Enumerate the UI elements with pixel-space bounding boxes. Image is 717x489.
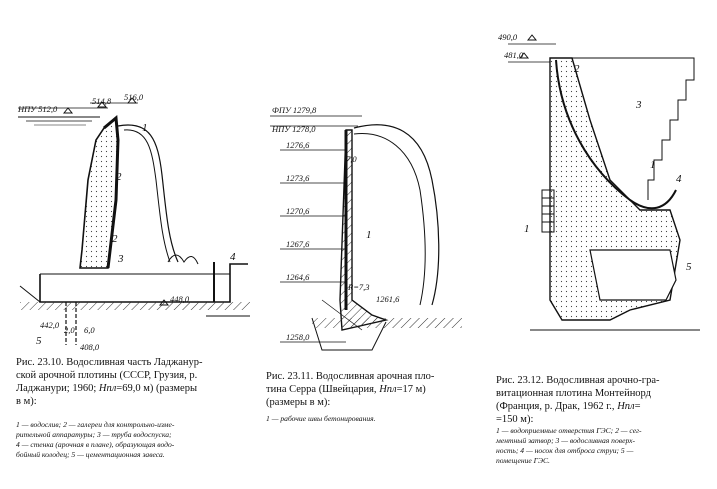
dam-body-2 [339,129,389,331]
level-1270-6: 1270,6 [286,206,310,216]
callout-2b: 2 [112,233,118,245]
callout-2-fig3: 2 [574,63,580,75]
callout-3: 3 [117,253,124,265]
callout-5: 5 [36,335,42,347]
level-1267-6: 1267,6 [286,239,310,249]
level-1273-6: 1273,6 [286,173,310,183]
level-448-0: 448,0 [170,294,190,304]
level-1276-6: 1276,6 [286,140,310,150]
level-npu-1278-0: НПУ 1278,0 [271,124,316,134]
figure-23-11-legend: 1 — рабочие швы бетонирования. [266,414,376,423]
level-490-0: 490,0 [498,32,518,42]
figure-23-12-legend: 1 — водоприемные отверстия ГЭС; 2 — сег-… [496,426,642,466]
figure-23-12-caption: Рис. 23.12. Водосливная арочно-гра- вита… [496,375,660,426]
dim-6-0: 6,0 [84,325,95,335]
callout-1b-fig3: 1 [650,159,656,171]
callout-4: 4 [230,251,236,263]
figure-23-10-caption: Рис. 23.10. Водосливная часть Ладжанур- … [16,357,203,408]
level-1264-6: 1264,6 [286,272,310,282]
level-npu-512: НПУ 512,0 [17,104,58,114]
figure-23-12-drawing: 490,0 481,0 2 3 1 1 4 5 [498,32,700,331]
dim-7-0: 7,0 [346,154,357,164]
figure-23-11-caption: Рис. 23.11. Водосливная арочная пло- тин… [266,371,435,409]
level-408-0: 408,0 [80,342,100,352]
spillway-jet-1 [117,124,179,263]
spillway-jet-2 [353,124,440,306]
callout-1: 1 [142,122,148,134]
callout-5-fig3: 5 [686,261,692,273]
dim-r-7-3: R=7,3 [347,282,370,292]
figure-23-10-legend: 1 — водослив; 2 — галереи для контрольно… [16,420,175,460]
dam-body-1 [79,116,119,269]
dim-2-0: 2,0 [64,325,75,335]
callout-4-fig3: 4 [676,173,682,185]
level-481-0: 481,0 [504,50,524,60]
callout-1-fig2: 1 [366,229,372,241]
callout-3-fig3: 3 [635,99,642,111]
level-1258-0: 1258,0 [286,332,310,342]
figure-23-11-drawing: ФПУ 1279,8 НПУ 1278,0 1276,6 1273,6 1270… [270,105,462,351]
stilling-basin-1 [39,263,248,303]
callout-1a-fig3: 1 [524,223,530,235]
level-442-0: 442,0 [40,320,60,330]
powerhouse-3 [589,249,677,301]
level-fpu-1279-8: ФПУ 1279,8 [272,105,317,115]
level-1261-6: 1261,6 [376,294,400,304]
callout-2a: 2 [116,171,122,183]
level-516-0: 516,0 [124,92,144,102]
figure-23-10-drawing: НПУ 512,0 514,8 516,0 448,0 442,0 408,0 … [17,92,250,352]
level-514-8: 514,8 [92,96,112,106]
